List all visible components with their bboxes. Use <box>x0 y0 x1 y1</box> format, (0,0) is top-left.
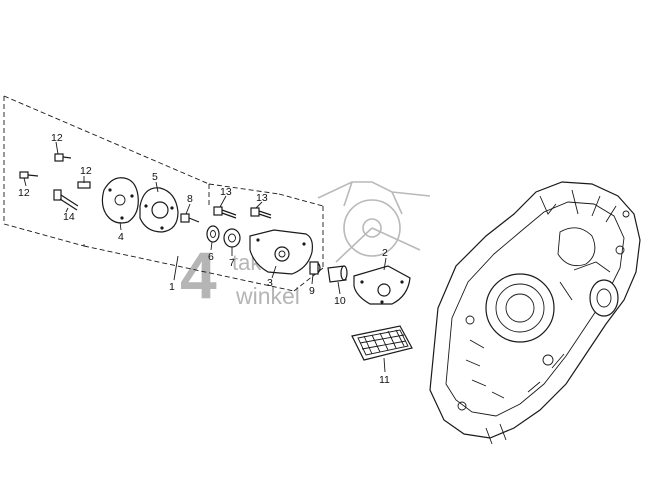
callout-11: 11 <box>379 374 390 386</box>
callout-14: 14 <box>63 211 75 223</box>
bolt-13-left <box>213 206 237 219</box>
screw-12-left <box>19 171 39 179</box>
callout-1: 1 <box>169 281 175 293</box>
watermark-digit: 4 <box>180 238 217 312</box>
callout-13-left: 13 <box>220 186 232 198</box>
callout-8: 8 <box>187 193 193 205</box>
leader-lines <box>23 141 387 373</box>
plate-4 <box>101 177 139 224</box>
callout-12-left: 12 <box>18 187 30 199</box>
cover-5 <box>139 187 179 233</box>
callout-labels: 1 2 3 4 5 6 7 8 9 10 11 12 12 12 13 13 1… <box>18 132 390 386</box>
callout-4: 4 <box>118 231 124 243</box>
callout-10: 10 <box>334 295 346 307</box>
callout-7: 7 <box>229 257 235 269</box>
callout-13-right: 13 <box>256 192 268 204</box>
screw-12-top <box>54 153 72 162</box>
bolt-14 <box>53 189 79 211</box>
bolt-13-right <box>250 207 272 219</box>
collar-10 <box>327 265 348 283</box>
callout-12-top: 12 <box>51 132 63 144</box>
callout-2: 2 <box>382 247 388 259</box>
assembly-box-outline <box>3 95 324 292</box>
seal-7 <box>223 228 241 248</box>
sleeve-9 <box>309 261 321 275</box>
callout-6: 6 <box>208 251 214 263</box>
washer-6 <box>206 225 220 243</box>
filter-screen-11 <box>351 325 413 361</box>
callout-9: 9 <box>309 285 315 297</box>
watermark-logo: 4 takt winkel <box>180 181 431 312</box>
crankcase-half <box>429 181 641 445</box>
callout-5: 5 <box>152 171 158 183</box>
pump-body-3 <box>249 229 313 275</box>
pin-8 <box>180 213 200 223</box>
watermark-line2: winkel <box>235 283 300 309</box>
cover-2 <box>353 265 411 305</box>
callout-3: 3 <box>267 277 273 289</box>
callout-12-middle: 12 <box>80 165 92 177</box>
